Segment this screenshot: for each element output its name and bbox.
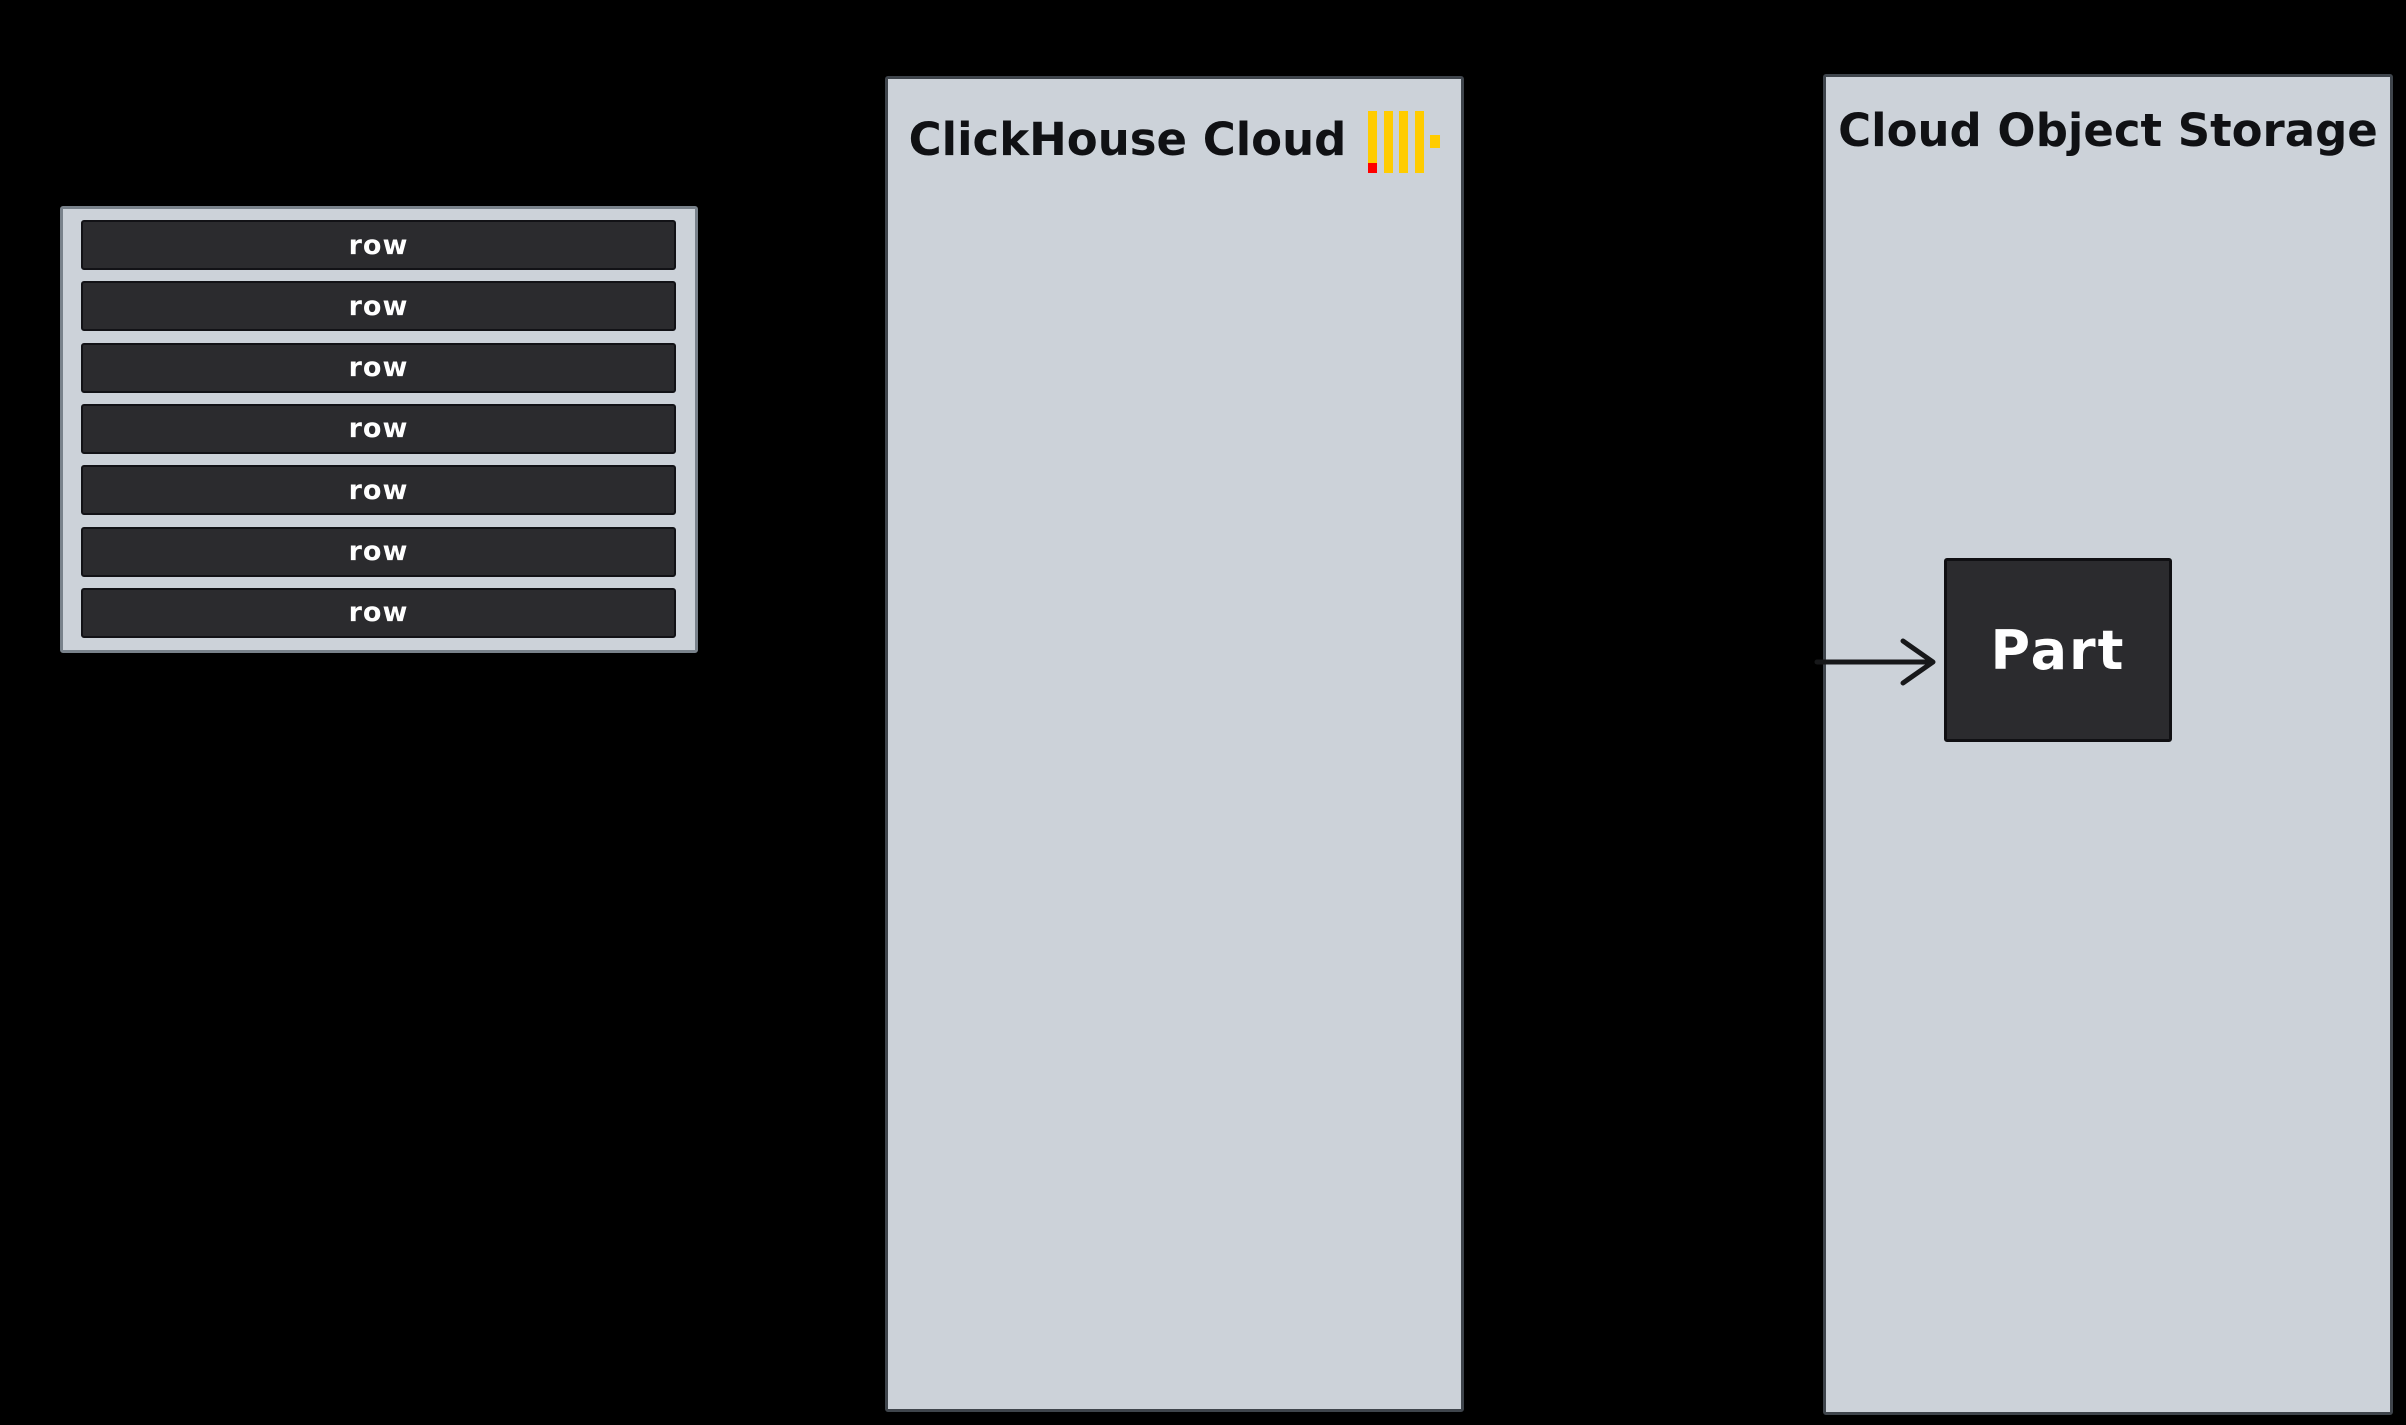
part-box: Part [1944,558,2172,742]
cloud-object-storage-panel: Cloud Object Storage Part [1814,74,2393,1415]
row-label: row [348,229,409,261]
row-label: row [348,536,409,568]
row-label: row [348,597,409,629]
table-row: row [81,403,676,454]
table-row: row [81,281,676,332]
clickhouse-cloud-panel: ClickHouse Cloud [885,76,1464,1412]
clickhouse-logo-icon [1368,111,1441,173]
clickhouse-cloud-header: ClickHouse Cloud [888,107,1461,173]
table-row: row [81,342,676,393]
row-label: row [348,352,409,384]
arrow-right-icon [1814,638,1936,686]
part-label: Part [1990,618,2126,682]
row-label: row [348,413,409,445]
table-row: row [81,220,676,270]
table-row: row [81,526,676,577]
clickhouse-cloud-title: ClickHouse Cloud [908,113,1347,167]
table-row: row [81,587,676,638]
cloud-object-storage-header: Cloud Object Storage [1826,105,2390,157]
row-label: row [348,474,409,506]
cloud-object-storage-title: Cloud Object Storage [1838,104,2378,157]
rows-stack: row row row row row row row [60,206,698,653]
row-label: row [348,290,409,322]
table-row: row [81,465,676,516]
